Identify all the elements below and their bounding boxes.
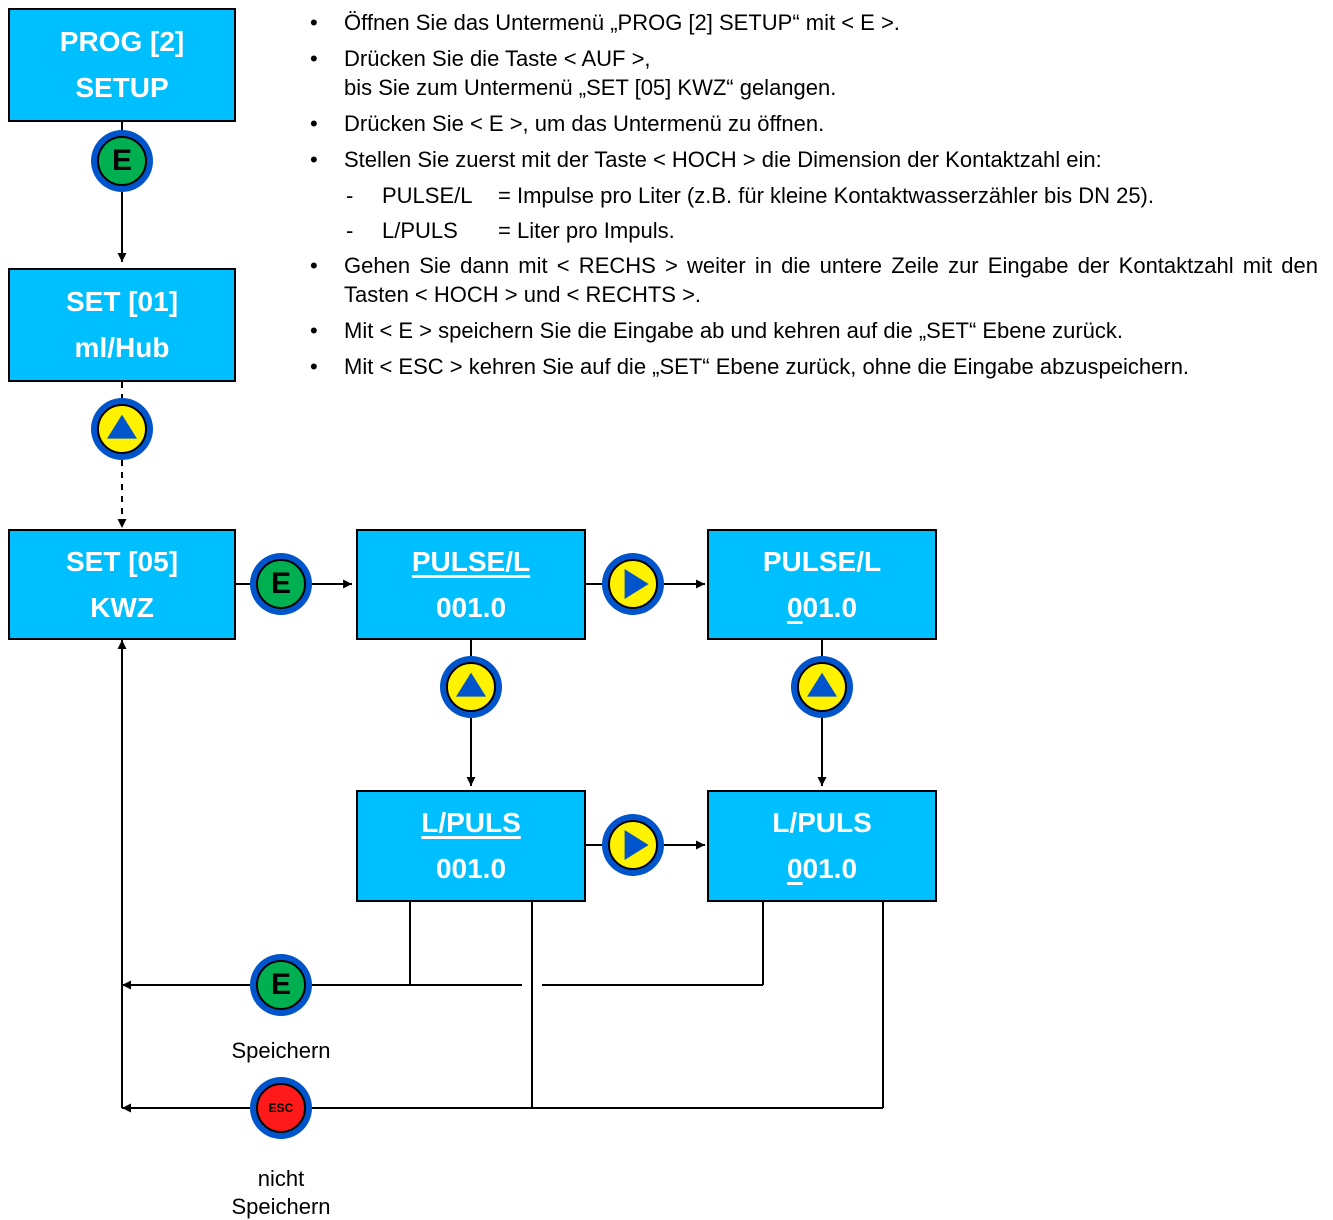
instruction-item: Drücken Sie die Taste < AUF >, bis Sie z… <box>310 44 1318 102</box>
box-lpuls-b-line2: 001.0 <box>787 846 857 892</box>
box-prog-line2: SETUP <box>75 72 169 103</box>
right-button-pulse <box>602 553 664 615</box>
box-lpuls-b-rest: 01.0 <box>802 853 858 884</box>
box-pulse-l-value: PULSE/L 001.0 <box>707 529 937 640</box>
e-key-icon: E <box>97 136 147 186</box>
instruction-subitem: - PULSE/L = Impulse pro Liter (z.B. für k… <box>310 181 1318 210</box>
box-set05-line1: SET [05] <box>65 545 179 577</box>
instruction-item: Drücken Sie < E >, um das Untermenü zu ö… <box>310 109 1318 138</box>
instruction-item: Gehen Sie dann mit < RECHS > weiter in d… <box>310 251 1318 309</box>
box-pulse-a-line1: PULSE/L <box>411 545 531 577</box>
box-pulse-b-rest: 01.0 <box>802 591 858 623</box>
right-triangle-icon <box>624 569 649 599</box>
box-pulse-b-line2: 001.0 <box>787 585 857 631</box>
box-prog-setup: PROG [2] SETUP <box>8 8 236 122</box>
e-button-set05: E <box>250 553 312 615</box>
box-pulse-a-line2: 001.0 <box>435 591 507 623</box>
up-key-icon <box>97 404 147 454</box>
box-set01: SET [01] ml/Hub <box>8 268 236 382</box>
esc-key-icon: ESC <box>256 1083 306 1133</box>
e-key-icon: E <box>256 960 306 1010</box>
instruction-item: Stellen Sie zuerst mit der Taste < HOCH … <box>310 145 1318 174</box>
right-key-icon <box>608 559 658 609</box>
label-save: Speichern <box>231 1038 331 1063</box>
up-button-set01 <box>91 398 153 460</box>
instruction-item-line2: bis Sie zum Untermenü „SET [05] KWZ“ gel… <box>344 75 837 100</box>
esc-button: ESC <box>250 1077 312 1139</box>
instruction-item-line1: Drücken Sie die Taste < AUF >, <box>344 46 651 71</box>
instruction-item: Mit < E > speichern Sie die Eingabe ab u… <box>310 316 1318 345</box>
instruction-item: Öffnen Sie das Untermenü „PROG [2] SETUP… <box>310 8 1318 37</box>
box-lpuls-b-line1: L/PULS <box>772 807 872 838</box>
up-key-icon <box>797 662 847 712</box>
label-no-save-line2: Speichern <box>231 1194 331 1219</box>
subitem-value: = Liter pro Impuls. <box>498 218 675 243</box>
right-key-icon <box>608 820 658 870</box>
box-set01-line2: ml/Hub <box>74 332 170 363</box>
box-prog-line1: PROG [2] <box>59 26 185 57</box>
box-pulse-b-digit: 0 <box>786 591 803 623</box>
subitem-value: = Impulse pro Liter (z.B. für kleine Kon… <box>498 183 1154 208</box>
label-no-save-line1: nicht <box>257 1166 305 1191</box>
up-button-pulse-a <box>440 656 502 718</box>
box-l-puls-value: L/PULS 001.0 <box>707 790 937 902</box>
instruction-item: Mit < ESC > kehren Sie auf die „SET“ Ebe… <box>310 352 1318 381</box>
box-pulse-l-unit: PULSE/L 001.0 <box>356 529 586 640</box>
box-lpuls-a-line1: L/PULS <box>421 807 521 838</box>
box-l-puls-unit: L/PULS 001.0 <box>356 790 586 902</box>
box-pulse-b-line1: PULSE/L <box>762 545 882 577</box>
box-set05-line2: KWZ <box>90 591 154 623</box>
subitem-key: L/PULS <box>382 218 458 243</box>
up-key-icon <box>446 662 496 712</box>
e-button-open-setup: E <box>91 130 153 192</box>
box-lpuls-b-digit: 0 <box>786 853 803 884</box>
e-key-icon: E <box>256 559 306 609</box>
right-triangle-icon <box>624 830 649 860</box>
up-triangle-icon <box>807 672 837 697</box>
up-button-pulse-b <box>791 656 853 718</box>
label-no-save: nicht Speichern <box>200 1165 362 1220</box>
box-set01-line1: SET [01] <box>65 286 179 317</box>
dash-marker: - <box>346 218 354 243</box>
up-triangle-icon <box>456 672 486 697</box>
e-button-save: E <box>250 954 312 1016</box>
instruction-subitem: - L/PULS = Liter pro Impuls. <box>310 216 1318 245</box>
dash-marker: - <box>346 183 354 208</box>
up-triangle-icon <box>107 414 137 439</box>
subitem-key: PULSE/L <box>382 183 473 208</box>
box-set05: SET [05] KWZ <box>8 529 236 640</box>
instruction-list: Öffnen Sie das Untermenü „PROG [2] SETUP… <box>310 8 1318 388</box>
box-lpuls-a-line2: 001.0 <box>435 853 507 884</box>
right-button-lpuls <box>602 814 664 876</box>
